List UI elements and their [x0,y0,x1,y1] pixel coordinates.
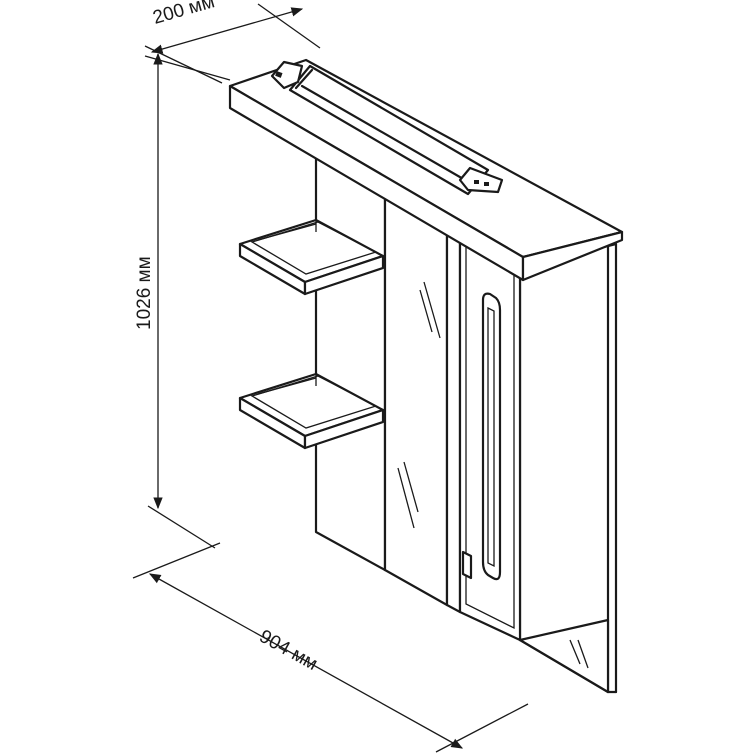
mirror-panel [383,192,449,607]
cabinet-body [518,242,618,694]
cabinet-door [445,226,522,642]
back-panel [314,154,387,572]
lower-shelf [238,372,385,450]
height-label: 1026 мм [134,256,155,330]
width-label: 904 мм [256,626,321,675]
upper-shelf [238,218,385,296]
light-fixture [270,60,504,196]
height-dimension: 1026 мм [134,52,231,549]
depth-label: 200 мм [151,0,217,29]
